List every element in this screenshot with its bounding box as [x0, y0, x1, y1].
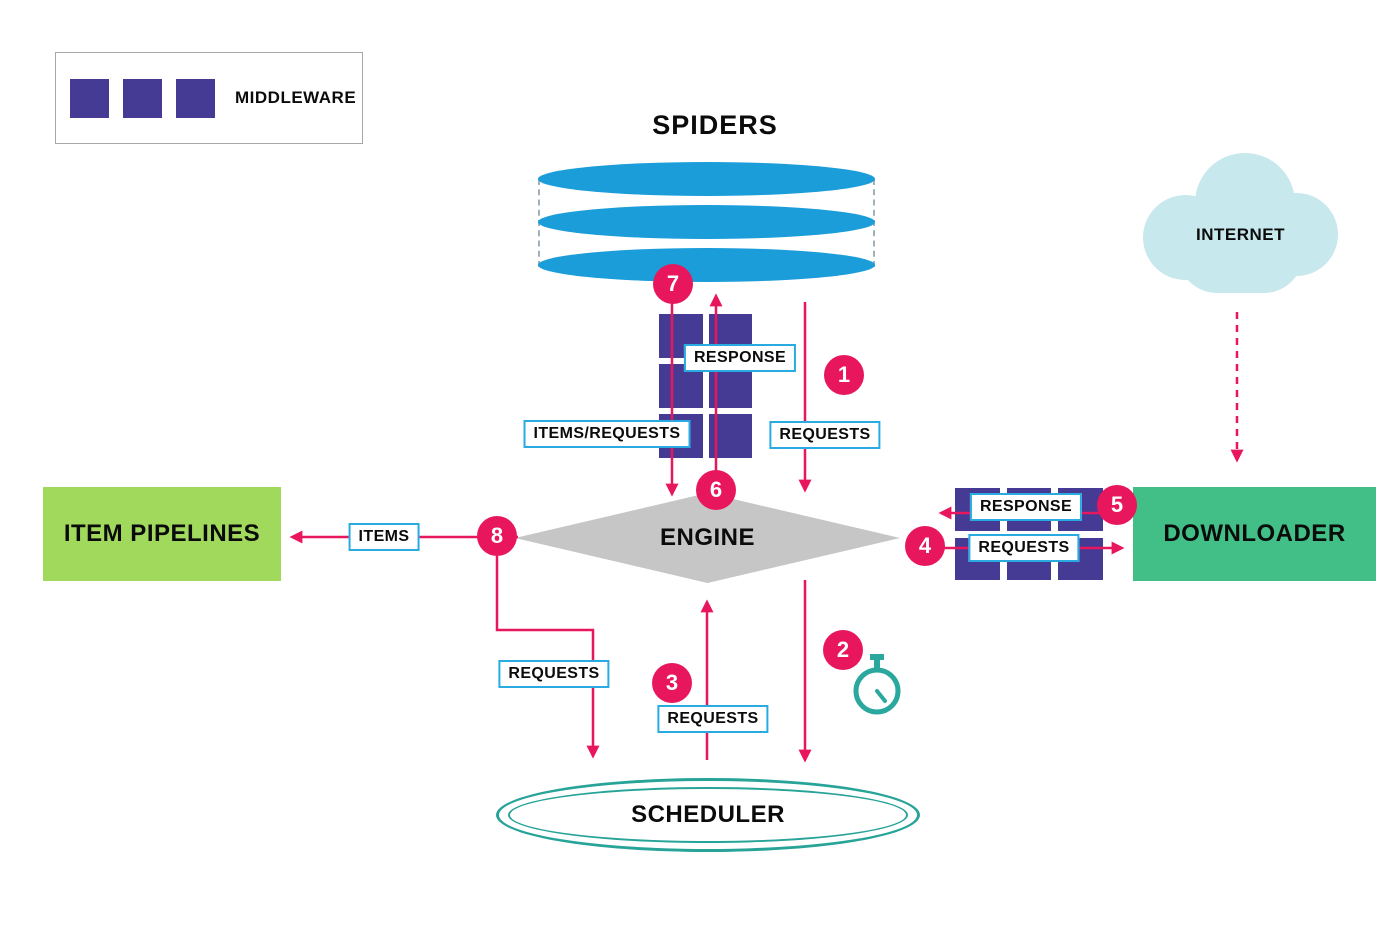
- step-7-badge: 7: [653, 264, 693, 304]
- scheduler-title: SCHEDULER: [631, 801, 785, 828]
- label-requests-downloader: REQUESTS: [968, 534, 1080, 562]
- spider-ellipse: [538, 162, 875, 196]
- middleware-square-icon: [70, 78, 109, 118]
- middleware-legend: MIDDLEWARE: [55, 52, 363, 144]
- internet-cloud: INTERNET: [1143, 153, 1338, 303]
- step-3-badge: 3: [652, 663, 692, 703]
- downloader-node: DOWNLOADER: [1133, 487, 1376, 581]
- label-response-spider: RESPONSE: [683, 344, 797, 372]
- step-6-badge: 6: [696, 470, 736, 510]
- item-pipelines-title: ITEM PIPELINES: [63, 520, 261, 547]
- spider-ellipse: [538, 248, 875, 282]
- spiders-node: [538, 162, 875, 284]
- label-requests-spider: REQUESTS: [769, 421, 881, 449]
- middleware-square: [708, 414, 752, 458]
- label-requests-from-scheduler: REQUESTS: [657, 705, 769, 733]
- label-response-downloader: RESPONSE: [969, 493, 1083, 521]
- step-5-badge: 5: [1097, 485, 1137, 525]
- engine-title: ENGINE: [659, 524, 755, 551]
- middleware-square-icon: [123, 78, 162, 118]
- step-8-badge: 8: [477, 516, 517, 556]
- step-1-badge: 1: [824, 355, 864, 395]
- label-items-requests: ITEMS/REQUESTS: [523, 420, 691, 448]
- middleware-legend-label: MIDDLEWARE: [235, 88, 357, 107]
- downloader-title: DOWNLOADER: [1163, 520, 1346, 547]
- engine-node: [515, 493, 900, 583]
- item-pipelines-node: ITEM PIPELINES: [43, 487, 281, 581]
- label-requests-to-scheduler: REQUESTS: [498, 660, 610, 688]
- stopwatch-icon: [853, 654, 901, 715]
- internet-label: INTERNET: [1196, 225, 1285, 244]
- spider-ellipse: [538, 205, 875, 239]
- step-2-badge: 2: [823, 630, 863, 670]
- step-4-badge: 4: [905, 526, 945, 566]
- scheduler-node: SCHEDULER: [496, 778, 920, 852]
- cloud-bump: [1178, 215, 1303, 293]
- spiders-title: SPIDERS: [652, 110, 778, 140]
- arrow-requests-engine-to-scheduler-left: [495, 556, 600, 759]
- middleware-square-icon: [176, 78, 215, 118]
- scheduler-inner-ring: [508, 787, 908, 843]
- label-items: ITEMS: [348, 523, 420, 551]
- engine-diamond-shape: [515, 493, 900, 583]
